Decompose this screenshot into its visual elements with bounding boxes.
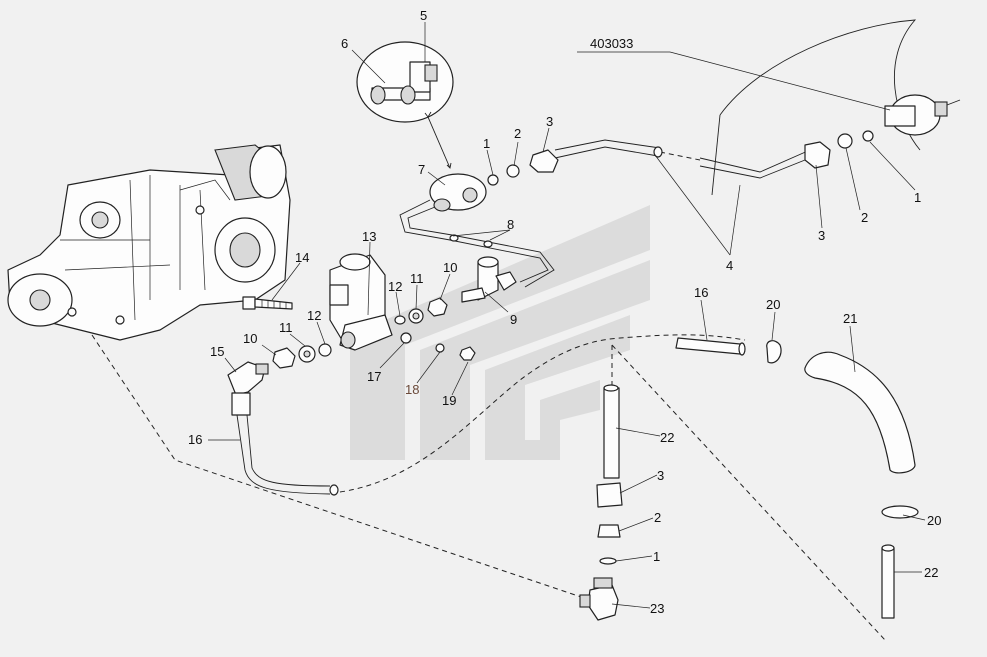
pipe-upper	[487, 130, 874, 186]
tee-fitting-9	[461, 256, 517, 303]
callout-10: 10	[443, 260, 457, 275]
bolt-14	[242, 296, 293, 310]
reference-code: 403033	[590, 36, 633, 51]
fitting-7	[429, 173, 487, 212]
pipe-16-right	[675, 337, 746, 356]
callout-12: 12	[388, 279, 402, 294]
tube-22-fittings	[596, 384, 895, 619]
callout-19: 19	[442, 393, 456, 408]
callout-14: 14	[295, 250, 309, 265]
callout-1: 1	[483, 136, 490, 151]
callout-18: 18	[405, 382, 419, 397]
callout-11: 11	[410, 271, 424, 286]
callout-1: 1	[653, 549, 660, 564]
callout-8: 8	[507, 217, 514, 232]
callout-3: 3	[818, 228, 825, 243]
callout-21: 21	[843, 311, 857, 326]
callout-13: 13	[362, 229, 376, 244]
watermark-logo	[350, 205, 650, 460]
callout-10: 10	[243, 331, 257, 346]
part-labels: 403033 5 6 7 1 2 3 8 13 14 12 11 10 9 12…	[188, 8, 941, 616]
transfer-case-assembly	[7, 144, 291, 341]
callout-23: 23	[650, 601, 664, 616]
callout-16: 16	[694, 285, 708, 300]
callout-6: 6	[341, 36, 348, 51]
callout-11: 11	[279, 320, 293, 335]
elbow-15-pipe-16	[227, 361, 339, 496]
callout-12: 12	[307, 308, 321, 323]
callout-3: 3	[657, 468, 664, 483]
callout-3: 3	[546, 114, 553, 129]
hose-21-clamp-20	[766, 340, 919, 519]
callout-16: 16	[188, 432, 202, 447]
leader-lines	[208, 22, 926, 609]
callout-1: 1	[914, 190, 921, 205]
callout-22: 22	[660, 430, 674, 445]
detail-tee-fitting	[356, 41, 454, 169]
callout-2: 2	[654, 510, 661, 525]
callout-20: 20	[927, 513, 941, 528]
callout-17: 17	[367, 369, 381, 384]
valve-13	[329, 253, 393, 351]
dashed-connection-lines	[91, 151, 886, 641]
callout-4: 4	[726, 258, 733, 273]
callout-22: 22	[924, 565, 938, 580]
callout-2: 2	[514, 126, 521, 141]
engine-outline	[711, 19, 961, 196]
callout-7: 7	[418, 162, 425, 177]
callout-2: 2	[861, 210, 868, 225]
washers-nuts	[272, 297, 476, 369]
callout-9: 9	[510, 312, 517, 327]
pipe-8	[399, 199, 555, 288]
callout-15: 15	[210, 344, 224, 359]
elbow-23	[579, 577, 619, 621]
callout-5: 5	[420, 8, 427, 23]
callout-20: 20	[766, 297, 780, 312]
